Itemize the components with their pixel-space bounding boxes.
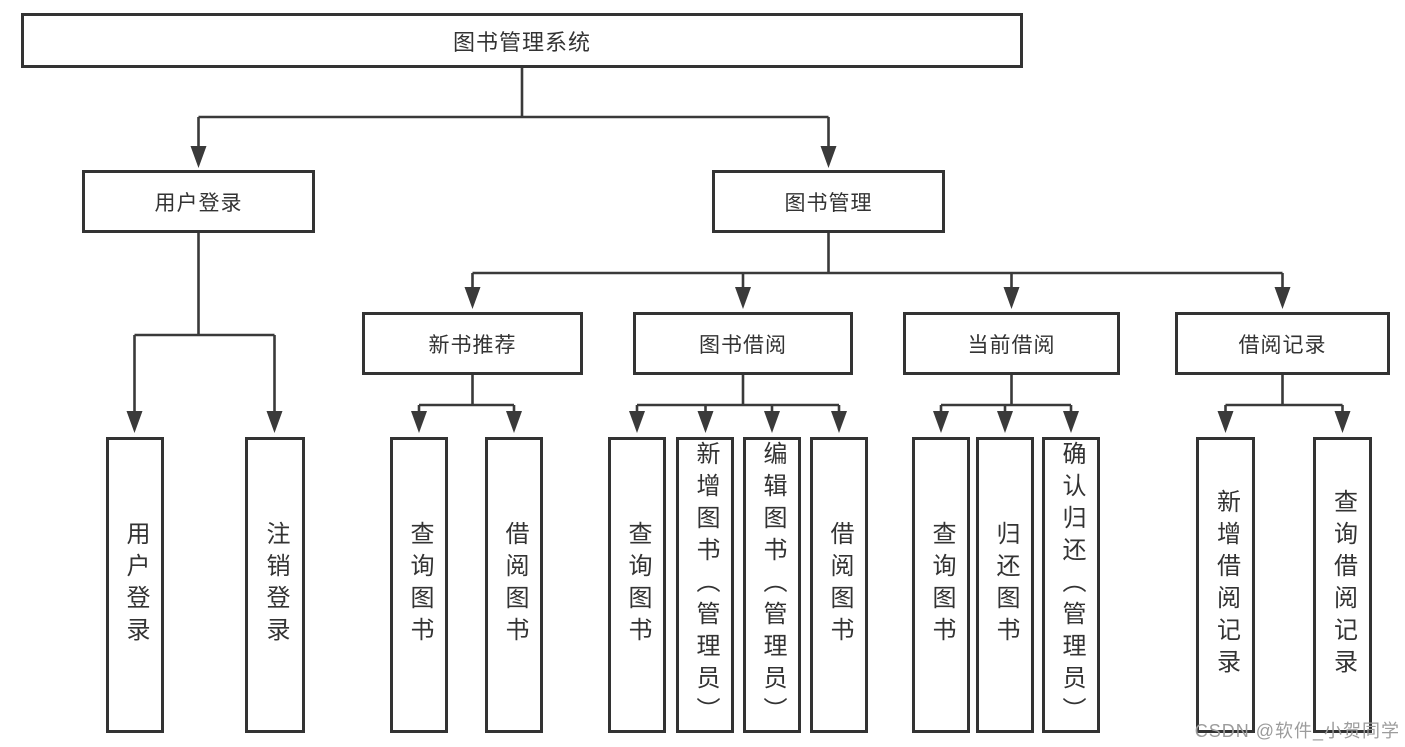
leaf-edit-books-admin: 编辑图书（管理员）: [743, 437, 801, 733]
arrowhead-icon: [1334, 411, 1351, 433]
node-label: 图书管理: [784, 191, 873, 215]
node-label: 归还图书: [992, 521, 1019, 649]
node-label: 借阅记录: [1238, 333, 1327, 357]
arrowhead-icon: [933, 411, 949, 433]
node-library-management-system: 图书管理系统: [21, 13, 1023, 68]
node-label: 新增借阅记录: [1212, 489, 1240, 681]
leaf-user-login: 用户登录: [106, 437, 164, 733]
arrowhead-icon: [506, 411, 522, 433]
node-new-book-recommend: 新书推荐: [362, 312, 583, 375]
node-label: 确认归还（管理员）: [1058, 441, 1085, 729]
node-label: 图书借阅: [699, 333, 787, 357]
leaf-confirm-return-admin: 确认归还（管理员）: [1042, 437, 1100, 733]
arrowhead-icon: [831, 411, 847, 433]
leaf-borrow-books-1: 借阅图书: [485, 437, 543, 733]
node-label: 借阅图书: [501, 521, 528, 649]
node-label: 图书管理系统: [452, 29, 591, 55]
watermark: CSDN @软件_小贺同学: [1194, 721, 1400, 741]
node-user-login: 用户登录: [82, 170, 315, 233]
leaf-query-books-3: 查询图书: [912, 437, 970, 733]
node-label: 当前借阅: [967, 333, 1056, 357]
node-label: 新增图书（管理员）: [692, 441, 719, 729]
node-current-borrowing: 当前借阅: [903, 312, 1120, 375]
node-label: 用户登录: [154, 191, 243, 215]
leaf-query-books-2: 查询图书: [608, 437, 666, 733]
node-label: 编辑图书（管理员）: [759, 441, 786, 729]
arrowhead-icon: [820, 146, 837, 168]
leaf-borrow-books-2: 借阅图书: [810, 437, 868, 733]
arrowhead-icon: [1274, 287, 1291, 309]
leaf-logout: 注销登录: [245, 437, 305, 733]
leaf-query-borrow-record: 查询借阅记录: [1313, 437, 1372, 733]
arrowhead-icon: [697, 411, 714, 433]
arrowhead-icon: [411, 411, 427, 433]
leaf-query-books-1: 查询图书: [390, 437, 448, 733]
arrowhead-icon: [997, 411, 1013, 433]
arrowhead-icon: [190, 146, 207, 168]
node-label: 查询图书: [406, 521, 433, 649]
arrowhead-icon: [1003, 287, 1020, 309]
arrowhead-icon: [629, 411, 645, 433]
arrowhead-icon: [764, 411, 780, 433]
arrowhead-icon: [126, 411, 143, 433]
node-book-management: 图书管理: [712, 170, 945, 233]
arrowhead-icon: [1217, 411, 1234, 433]
arrowhead-icon: [464, 287, 481, 309]
node-label: 查询图书: [928, 521, 955, 649]
node-label: 用户登录: [122, 521, 149, 649]
node-label: 注销登录: [262, 521, 289, 649]
arrowhead-icon: [1063, 411, 1079, 433]
node-book-borrowing: 图书借阅: [633, 312, 853, 375]
leaf-return-books: 归还图书: [976, 437, 1034, 733]
node-label: 新书推荐: [428, 333, 517, 357]
node-borrowing-records: 借阅记录: [1175, 312, 1390, 375]
arrowhead-icon: [735, 287, 751, 309]
leaf-add-books-admin: 新增图书（管理员）: [676, 437, 734, 733]
node-label: 查询图书: [624, 521, 651, 649]
arrowhead-icon: [266, 411, 283, 433]
leaf-add-borrow-record: 新增借阅记录: [1196, 437, 1255, 733]
node-label: 查询借阅记录: [1329, 489, 1357, 681]
node-label: 借阅图书: [826, 521, 853, 649]
